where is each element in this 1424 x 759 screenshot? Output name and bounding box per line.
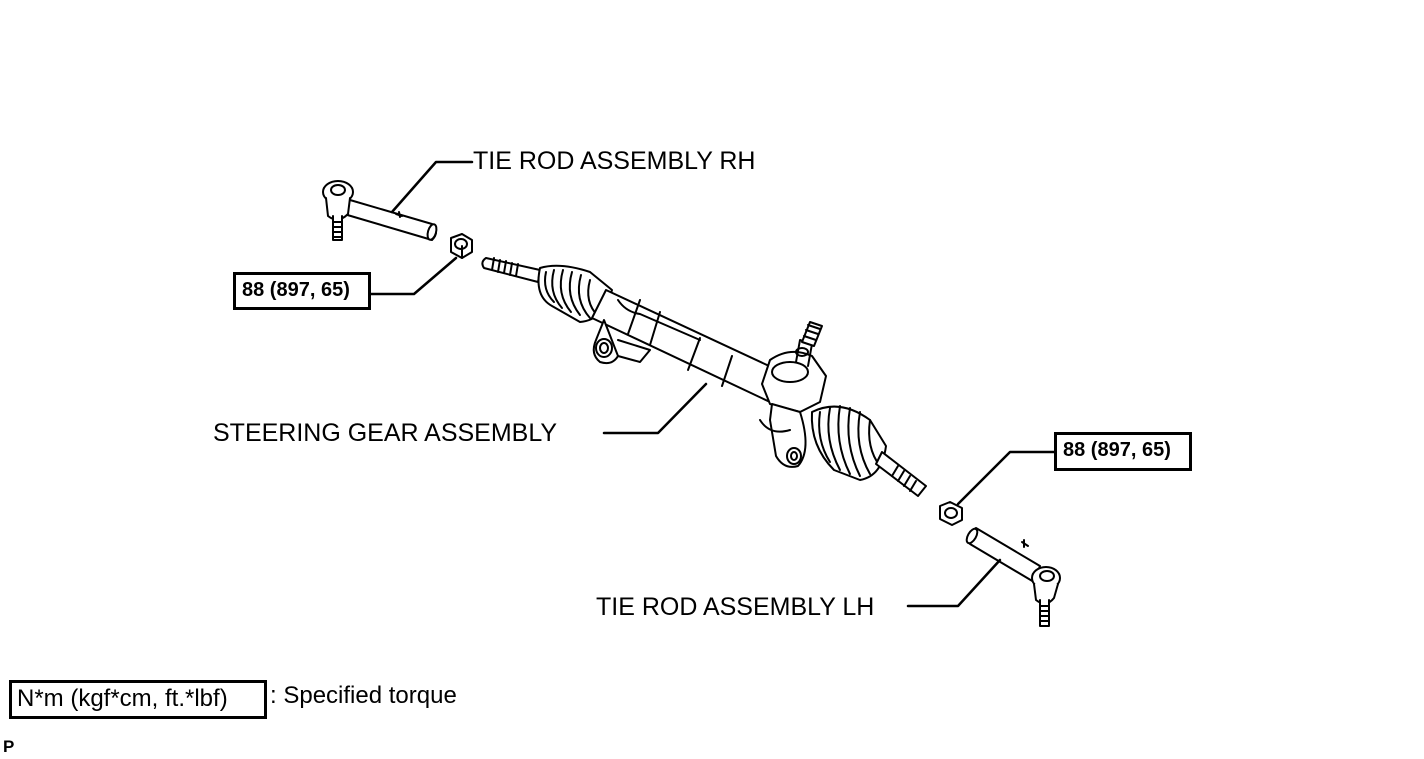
tie-rod-lh-nut-drawing	[939, 501, 963, 526]
torque-unit-legend-box: N*m (kgf*cm, ft.*lbf)	[9, 680, 267, 719]
tie-rod-lh-label: TIE ROD ASSEMBLY LH	[596, 593, 875, 621]
steering-gear-leader	[602, 382, 708, 435]
steering-gear-drawing	[481, 257, 927, 497]
tie-rod-rh-label: TIE ROD ASSEMBLY RH	[473, 147, 756, 175]
corner-mark: P	[3, 737, 15, 756]
tie-rod-rh-leader	[390, 160, 474, 214]
leader-lines	[368, 160, 1058, 608]
lh-torque-leader	[956, 450, 1058, 506]
tie-rod-lh-torque-box: 88 (897, 65)	[1054, 432, 1192, 471]
tie-rod-lh-leader	[906, 558, 1002, 608]
rh-torque-leader	[368, 256, 458, 296]
torque-legend-description: : Specified torque	[270, 682, 457, 709]
tie-rod-rh-nut-drawing	[450, 233, 473, 259]
steering-gear-label: STEERING GEAR ASSEMBLY	[213, 419, 558, 447]
tie-rod-rh-torque-box: 88 (897, 65)	[233, 272, 371, 310]
tie-rod-lh-drawing	[965, 527, 1061, 627]
tie-rod-rh-drawing	[322, 180, 438, 241]
